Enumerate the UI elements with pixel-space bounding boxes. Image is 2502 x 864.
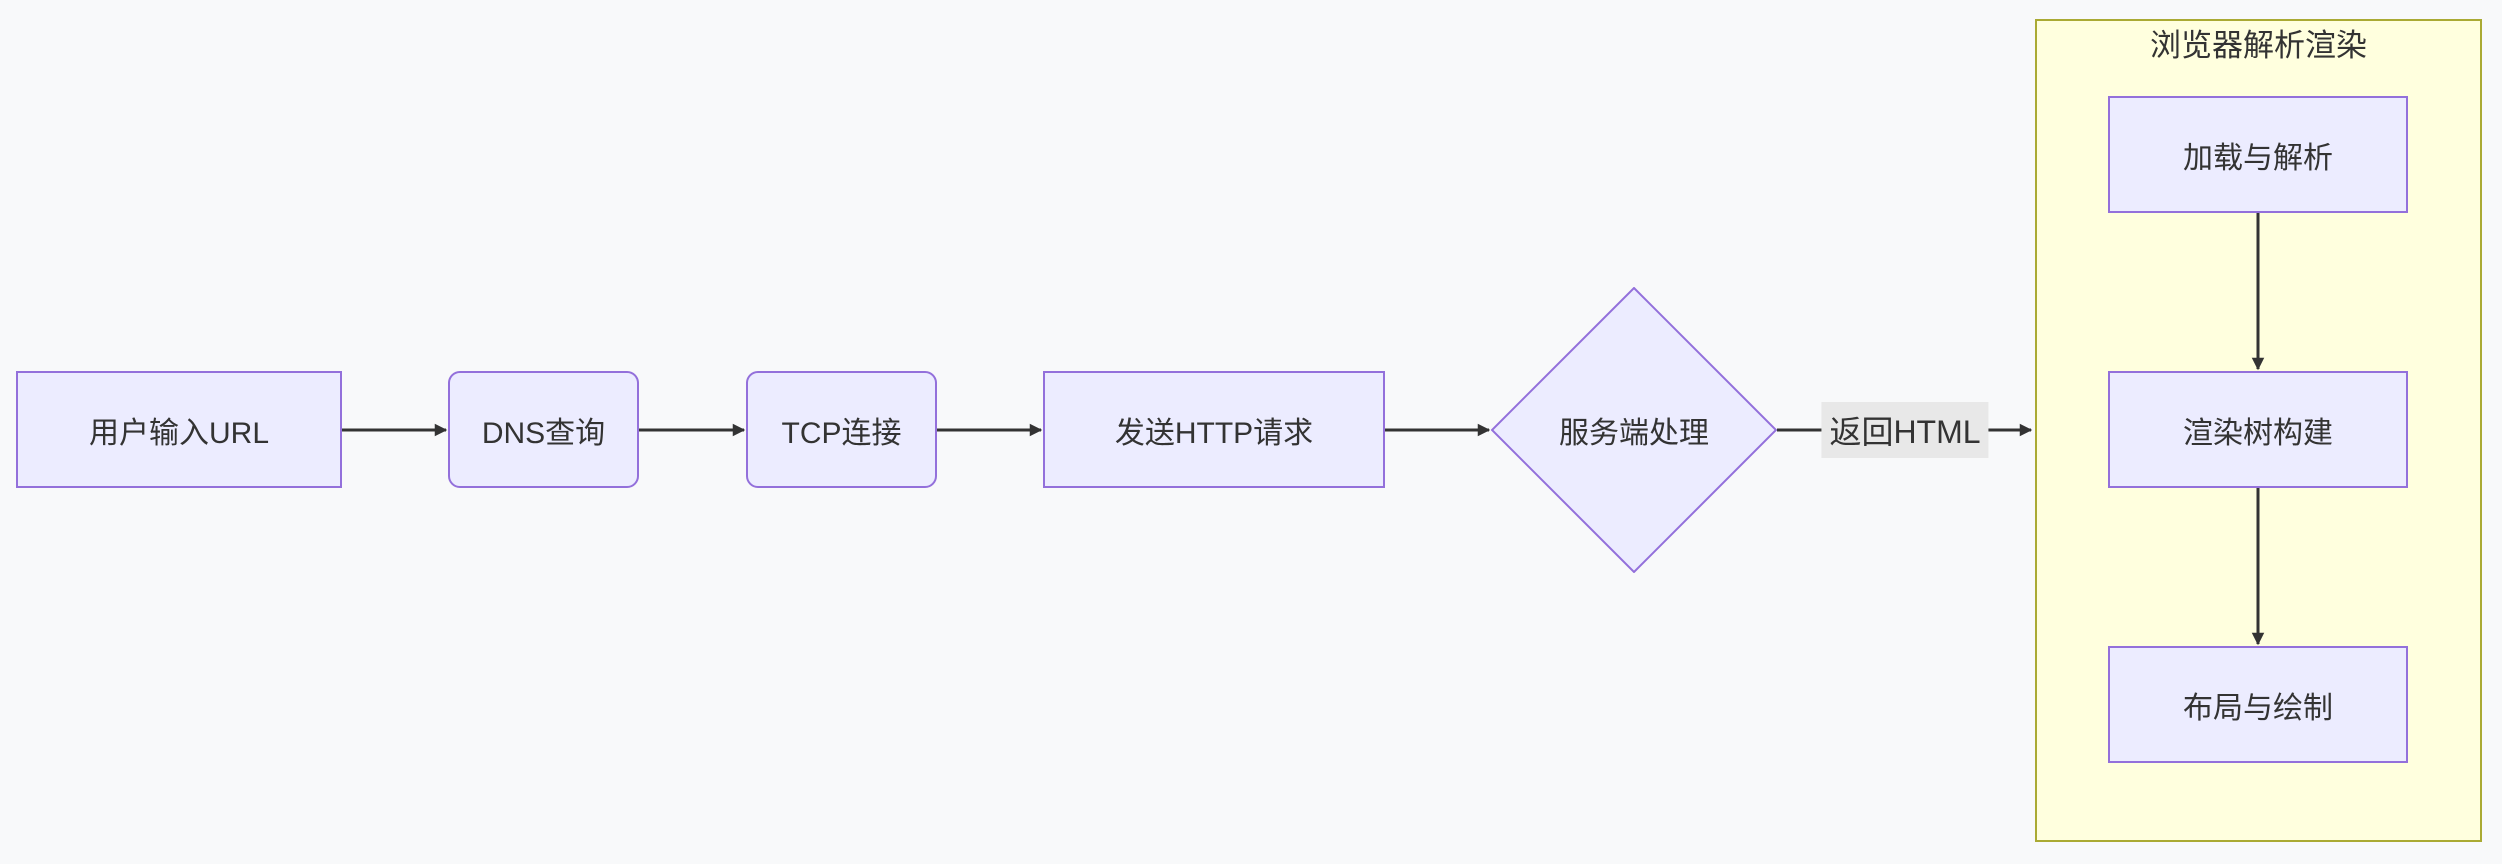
- node-label: 加载与解析: [2183, 141, 2333, 175]
- node-dns-lookup: DNS查询: [448, 371, 639, 488]
- node-render-tree-build: 渲染树构建: [2108, 371, 2408, 488]
- diamond-shape: [1491, 287, 1777, 573]
- node-label: 用户输入URL: [88, 416, 269, 450]
- node-label: 渲染树构建: [2183, 416, 2333, 450]
- subgraph-title: 浏览器解析渲染: [2150, 28, 2367, 63]
- edge-label-return-html: 返回HTML: [1821, 402, 1989, 458]
- node-tcp-connect: TCP连接: [746, 371, 937, 488]
- node-label: 发送HTTP请求: [1114, 416, 1314, 450]
- node-load-and-parse: 加载与解析: [2108, 96, 2408, 213]
- node-send-http-request: 发送HTTP请求: [1043, 371, 1385, 488]
- node-label: DNS查询: [481, 416, 606, 450]
- node-label: 服务端处理: [1559, 417, 1709, 450]
- node-label: 布局与绘制: [2183, 691, 2333, 725]
- node-user-input-url: 用户输入URL: [16, 371, 342, 488]
- node-label: TCP连接: [781, 416, 902, 450]
- node-server-processing: 服务端处理: [1491, 287, 1777, 573]
- node-layout-and-paint: 布局与绘制: [2108, 646, 2408, 763]
